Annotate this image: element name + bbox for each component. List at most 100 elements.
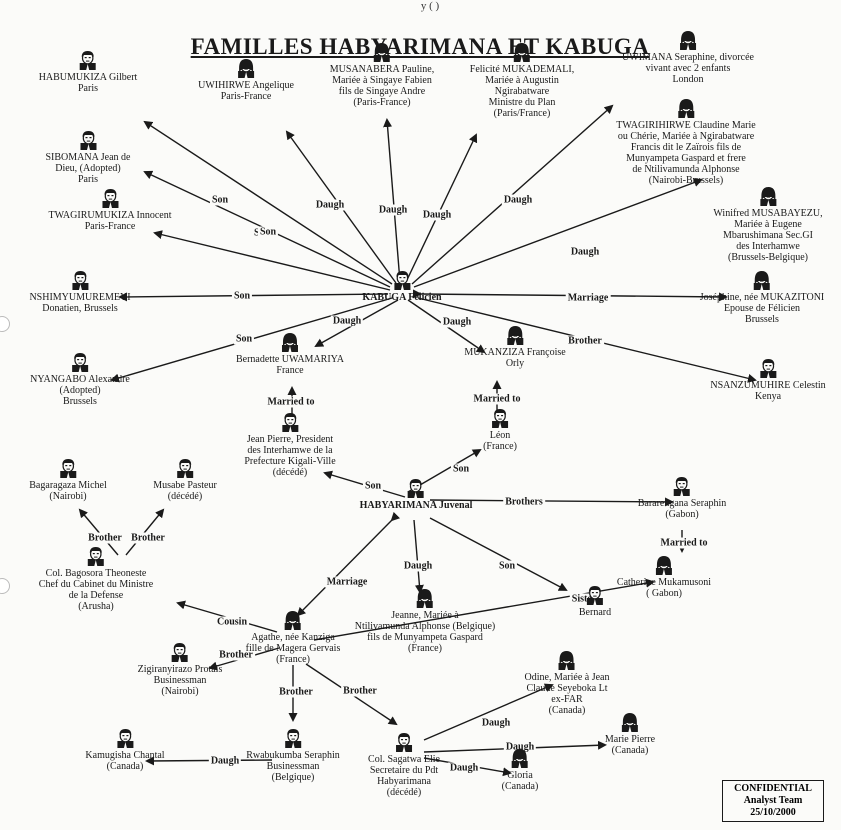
person-label-line: vivant avec 2 enfants — [645, 63, 731, 74]
person-label-line: Ministre du Plan — [488, 97, 556, 108]
edge-label-son6: Son — [450, 463, 472, 475]
person-node-leon: Léon(France) — [483, 408, 517, 452]
person-node-catherine: Catherine Mukamusoni( Gabon) — [617, 555, 711, 599]
stamp-line: Analyst Team — [743, 795, 803, 806]
edge-label-daugh5: Daugh — [568, 246, 602, 258]
person-label-line: (Belgique) — [271, 772, 315, 783]
person-portrait-icon — [117, 729, 133, 748]
person-label-line: TWAGIRIHIRWE Claudine Marie — [616, 120, 756, 131]
person-label-line: (décédé) — [386, 787, 422, 798]
person-label-line: Agathe, née Kanziga — [251, 632, 335, 643]
person-node-musabe: Musabe Pasteur(décédé) — [153, 458, 217, 502]
relationship-arrow-son3 — [153, 230, 391, 291]
person-label-line: (Canada) — [501, 781, 539, 792]
edge-label-married2: Married to — [471, 393, 523, 405]
person-label-line: Bararengana Seraphin — [637, 498, 727, 509]
person-label-line: (décédé) — [167, 491, 203, 502]
person-label-line: MUKANZIZA Françoise — [464, 347, 566, 358]
person-portrait-icon — [760, 359, 776, 378]
person-label: Marie Pierre(Canada) — [605, 734, 655, 756]
person-portrait-icon — [396, 733, 412, 752]
person-label-line: TWAGIRUMUKIZA Innocent — [48, 210, 172, 221]
person-label-line: Businessman — [266, 761, 320, 772]
person-portrait-icon — [677, 99, 694, 118]
edge-label-marriage1: Marriage — [565, 292, 611, 304]
person-label-line: (Nairobi) — [161, 686, 199, 697]
person-label-line: Odine, Mariée à Jean — [524, 672, 610, 683]
person-label: NYANGABO Alexandre(Adopted)Brussels — [30, 374, 130, 407]
person-node-kabuga: KABUGA Felicien — [362, 270, 442, 303]
relationship-arrow-son1 — [143, 120, 393, 285]
edge-label-son7: Son — [362, 480, 384, 492]
person-label-line: Kenya — [754, 391, 782, 402]
person-label-line: UWIHIRWE Angelique — [198, 80, 294, 91]
person-label-line: (France) — [483, 441, 517, 452]
person-portrait-icon — [282, 413, 298, 432]
edge-label-sister: Sister — [569, 593, 599, 605]
person-label-line: Secretaire du Pdt — [369, 765, 439, 776]
person-label: MUSANABERA Pauline,Mariée à Singaye Fabi… — [330, 64, 434, 108]
person-label-line: de Ntilivamunda Alphonse — [632, 164, 740, 175]
person-label-line: Donatien, Brussels — [42, 303, 118, 314]
edge-label-daugh2: Daugh — [376, 204, 410, 216]
person-label-line: fils de Singaye Andre — [338, 86, 426, 97]
person-label-line: Jean Pierre, President — [246, 434, 334, 445]
person-label-line: Brussels — [745, 314, 779, 325]
person-node-gloria: Gloria(Canada) — [502, 748, 539, 792]
person-label-line: Catherine Mukamusoni — [616, 577, 712, 588]
person-label-line: (France) — [408, 643, 442, 654]
person-label-line: Paris — [77, 83, 98, 94]
person-portrait-icon — [60, 459, 76, 478]
person-label: Léon(France) — [483, 430, 517, 452]
person-portrait-icon — [281, 333, 298, 352]
person-label-line: ou Chérie, Mariée à Ngirabatware — [617, 131, 755, 142]
person-portrait-icon — [753, 271, 770, 290]
person-label-line: Dieu, (Adopted) — [55, 163, 121, 174]
person-node-bararengana: Bararengana Seraphin(Gabon) — [638, 476, 727, 520]
person-portrait-icon — [680, 31, 696, 50]
relationship-arrow-brothers — [429, 497, 674, 507]
person-label: Musabe Pasteur(décédé) — [153, 480, 217, 502]
person-label-line: Chef du Cabinet du Ministre — [38, 579, 154, 590]
person-label-line: Col. Bagosora Theoneste — [45, 568, 147, 579]
person-label-line: (Nairobi) — [49, 491, 87, 502]
edge-label-daugh12: Daugh — [447, 762, 481, 774]
person-label-line: Mbarushimana Sec.GI — [723, 230, 813, 241]
person-label-line: Jeanne, Mariée à — [391, 610, 459, 621]
edge-label-daugh7: Daugh — [440, 316, 474, 328]
person-label-line: Marie Pierre — [604, 734, 656, 745]
person-portrait-icon — [416, 589, 433, 608]
person-portrait-icon — [673, 477, 690, 496]
person-label: Bararengana Seraphin(Gabon) — [638, 498, 727, 520]
relationship-arrow-daugh9 — [423, 683, 554, 741]
person-node-musanabera: MUSANABERA Pauline,Mariée à Singaye Fabi… — [330, 42, 434, 108]
edge-label-brother6: Brother — [341, 685, 379, 697]
person-portrait-icon — [72, 353, 88, 372]
person-portrait-icon — [88, 547, 104, 566]
person-label-line: Paris-France — [220, 91, 272, 102]
person-portrait-icon — [512, 749, 528, 768]
person-portrait-icon — [101, 189, 118, 208]
person-label-line: Mariée à Augustin — [485, 75, 559, 86]
person-label-line: Felicité MUKADEMALI, — [469, 64, 575, 75]
person-label-line: de la Defense — [68, 590, 124, 601]
person-label-line: (Paris/France) — [493, 108, 551, 119]
edge-label-brother1: Brother — [566, 335, 604, 347]
page-title: FAMILLES HABYARIMANA ET KABUGA — [190, 34, 650, 59]
person-label-line: Col. Sagatwa Elie — [368, 754, 440, 765]
person-label-line: Mariée à Singaye Fabien — [332, 75, 432, 86]
person-label: Gloria(Canada) — [502, 770, 539, 792]
